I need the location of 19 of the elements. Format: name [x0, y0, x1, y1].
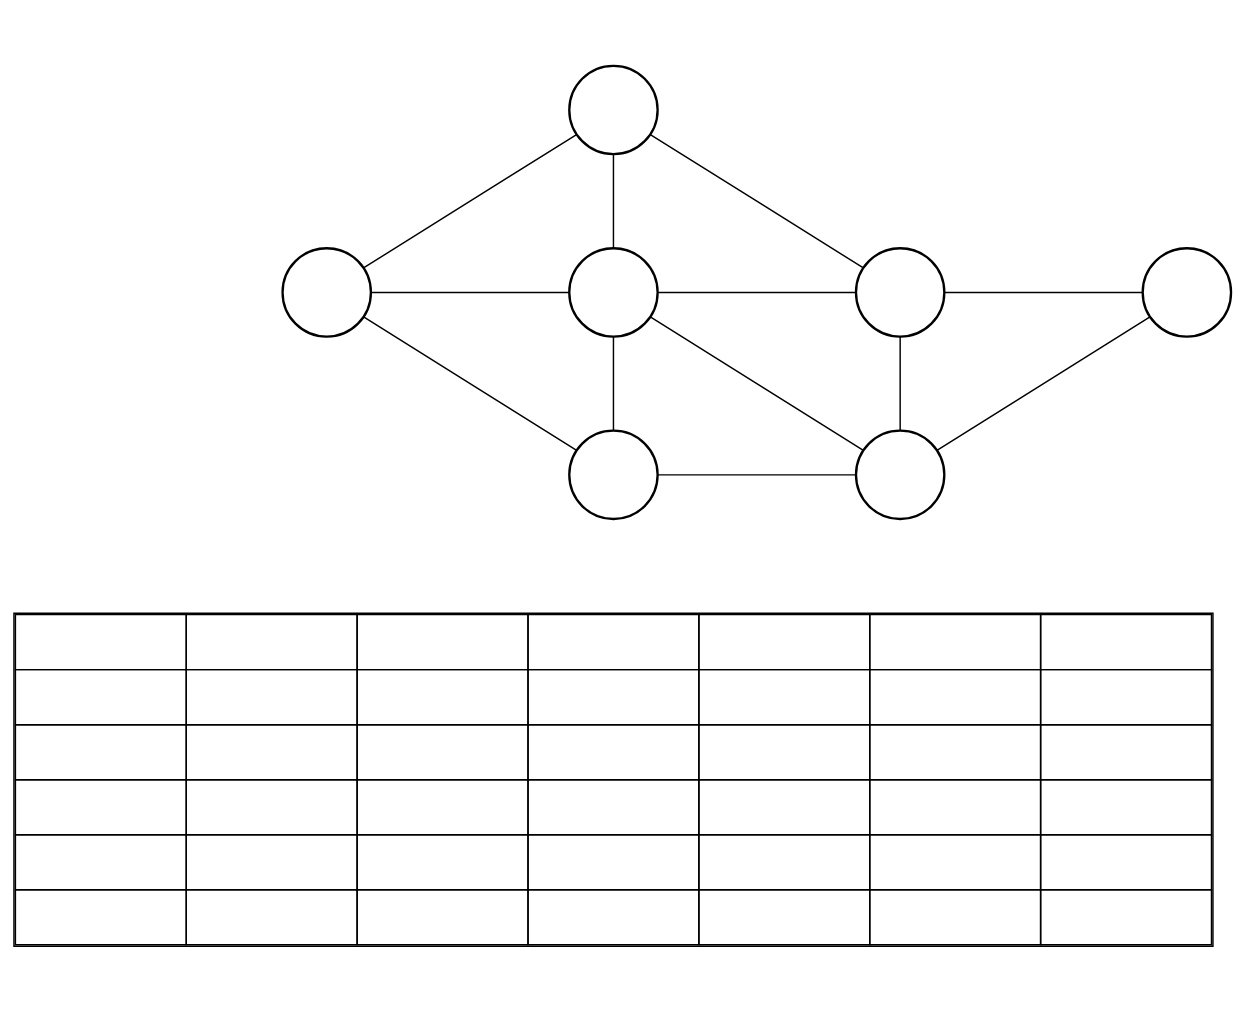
node-circle	[568, 429, 659, 521]
connector	[612, 153, 615, 249]
node-circle	[568, 247, 659, 338]
connector	[649, 316, 864, 451]
node-circle	[568, 64, 659, 156]
connector	[899, 336, 901, 431]
node-circle	[854, 429, 946, 521]
connector	[363, 133, 578, 269]
connector	[936, 316, 1151, 451]
connector	[943, 291, 1144, 294]
connector	[649, 133, 864, 269]
node-circle	[1141, 247, 1233, 338]
node-circle	[854, 247, 946, 338]
connector	[370, 291, 570, 294]
connector	[656, 474, 857, 476]
connector	[656, 291, 857, 294]
connector	[612, 336, 615, 431]
connector	[362, 316, 577, 451]
node-circle	[281, 247, 373, 338]
